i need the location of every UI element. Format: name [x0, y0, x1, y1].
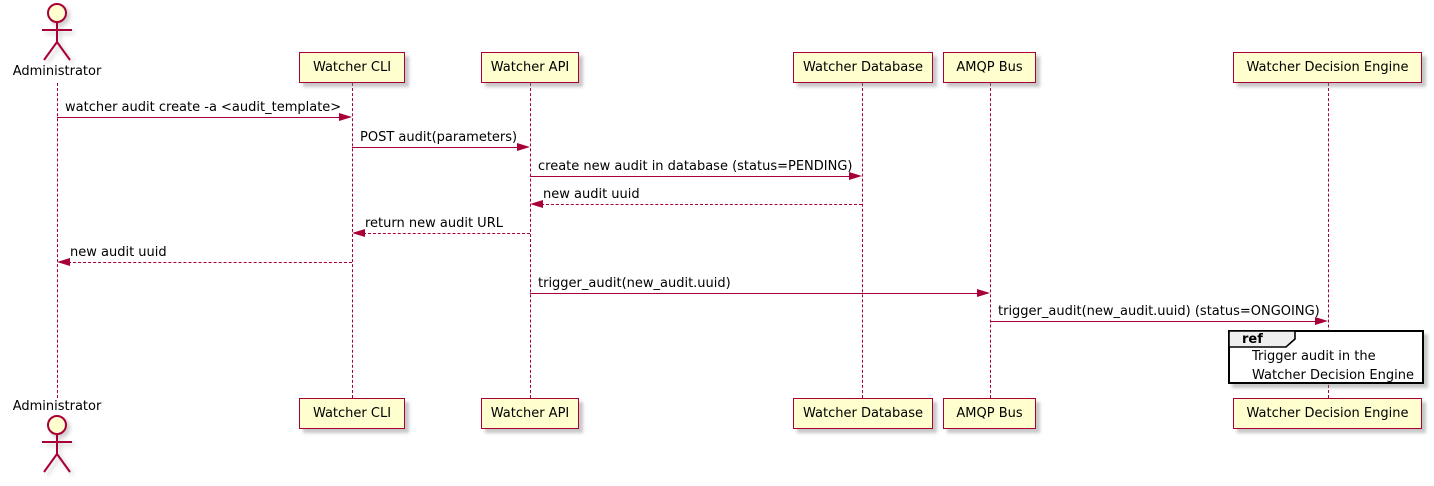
watcher-decision-engine-lifeline: [1328, 83, 1329, 398]
participant-box-watcher-database-top: Watcher Database: [793, 52, 933, 83]
message-5-arrowhead-icon: [352, 229, 365, 237]
message-7-line: [530, 293, 979, 294]
message-6-label: new audit uuid: [70, 245, 167, 260]
ref-text-line2: Watcher Decision Engine: [1252, 368, 1414, 383]
message-1-arrowhead-icon: [339, 113, 352, 121]
message-5-label: return new audit URL: [365, 216, 503, 231]
participant-box-watcher-api-top: Watcher API: [481, 52, 579, 83]
ref-text: Trigger audit in the Watcher Decision En…: [1252, 347, 1414, 385]
message-2-arrowhead-icon: [517, 143, 530, 151]
message-8-line: [990, 321, 1317, 322]
message-3-label: create new audit in database (status=PEN…: [538, 159, 853, 174]
message-4-label: new audit uuid: [543, 187, 640, 202]
message-3-arrowhead-icon: [849, 172, 862, 180]
message-7-arrowhead-icon: [977, 289, 990, 297]
message-8-arrowhead-icon: [1315, 317, 1328, 325]
watcher-cli-lifeline: [352, 83, 353, 398]
message-8-label: trigger_audit(new_audit.uuid) (status=ON…: [998, 304, 1320, 319]
participant-box-watcher-cli-top: Watcher CLI: [299, 52, 405, 83]
amqp-bus-lifeline: [990, 83, 991, 398]
ref-tab-icon: [1228, 330, 1296, 348]
administrator-label-bottom: Administrator: [12, 399, 102, 414]
participant-box-amqp-bus-bottom: AMQP Bus: [943, 398, 1036, 429]
ref-fragment: ref Trigger audit in the Watcher Decisio…: [1228, 330, 1424, 384]
message-4-arrowhead-icon: [530, 200, 543, 208]
participant-box-amqp-bus-top: AMQP Bus: [943, 52, 1036, 83]
ref-text-line1: Trigger audit in the: [1252, 349, 1376, 364]
message-1-label: watcher audit create -a <audit_template>: [65, 100, 342, 115]
message-5-line: [363, 233, 530, 234]
message-2-label: POST audit(parameters): [360, 130, 518, 145]
message-4-line: [541, 204, 862, 205]
administrator-lifeline: [57, 83, 58, 398]
message-7-label: trigger_audit(new_audit.uuid): [538, 276, 731, 291]
administrator-label-top: Administrator: [12, 64, 102, 79]
participant-box-watcher-decision-engine-top: Watcher Decision Engine: [1233, 52, 1422, 83]
participant-box-watcher-database-bottom: Watcher Database: [793, 398, 933, 429]
message-6-line: [68, 262, 352, 263]
participant-box-watcher-cli-bottom: Watcher CLI: [299, 398, 405, 429]
administrator-actor-icon: [42, 3, 72, 61]
message-3-line: [530, 176, 851, 177]
message-1-line: [57, 117, 341, 118]
message-2-line: [352, 147, 519, 148]
participant-box-watcher-decision-engine-bottom: Watcher Decision Engine: [1233, 398, 1422, 429]
ref-keyword: ref: [1242, 332, 1263, 347]
watcher-api-lifeline: [530, 83, 531, 398]
administrator-actor-icon: [42, 415, 72, 473]
participant-box-watcher-api-bottom: Watcher API: [481, 398, 579, 429]
message-6-arrowhead-icon: [57, 258, 70, 266]
watcher-database-lifeline: [862, 83, 863, 398]
